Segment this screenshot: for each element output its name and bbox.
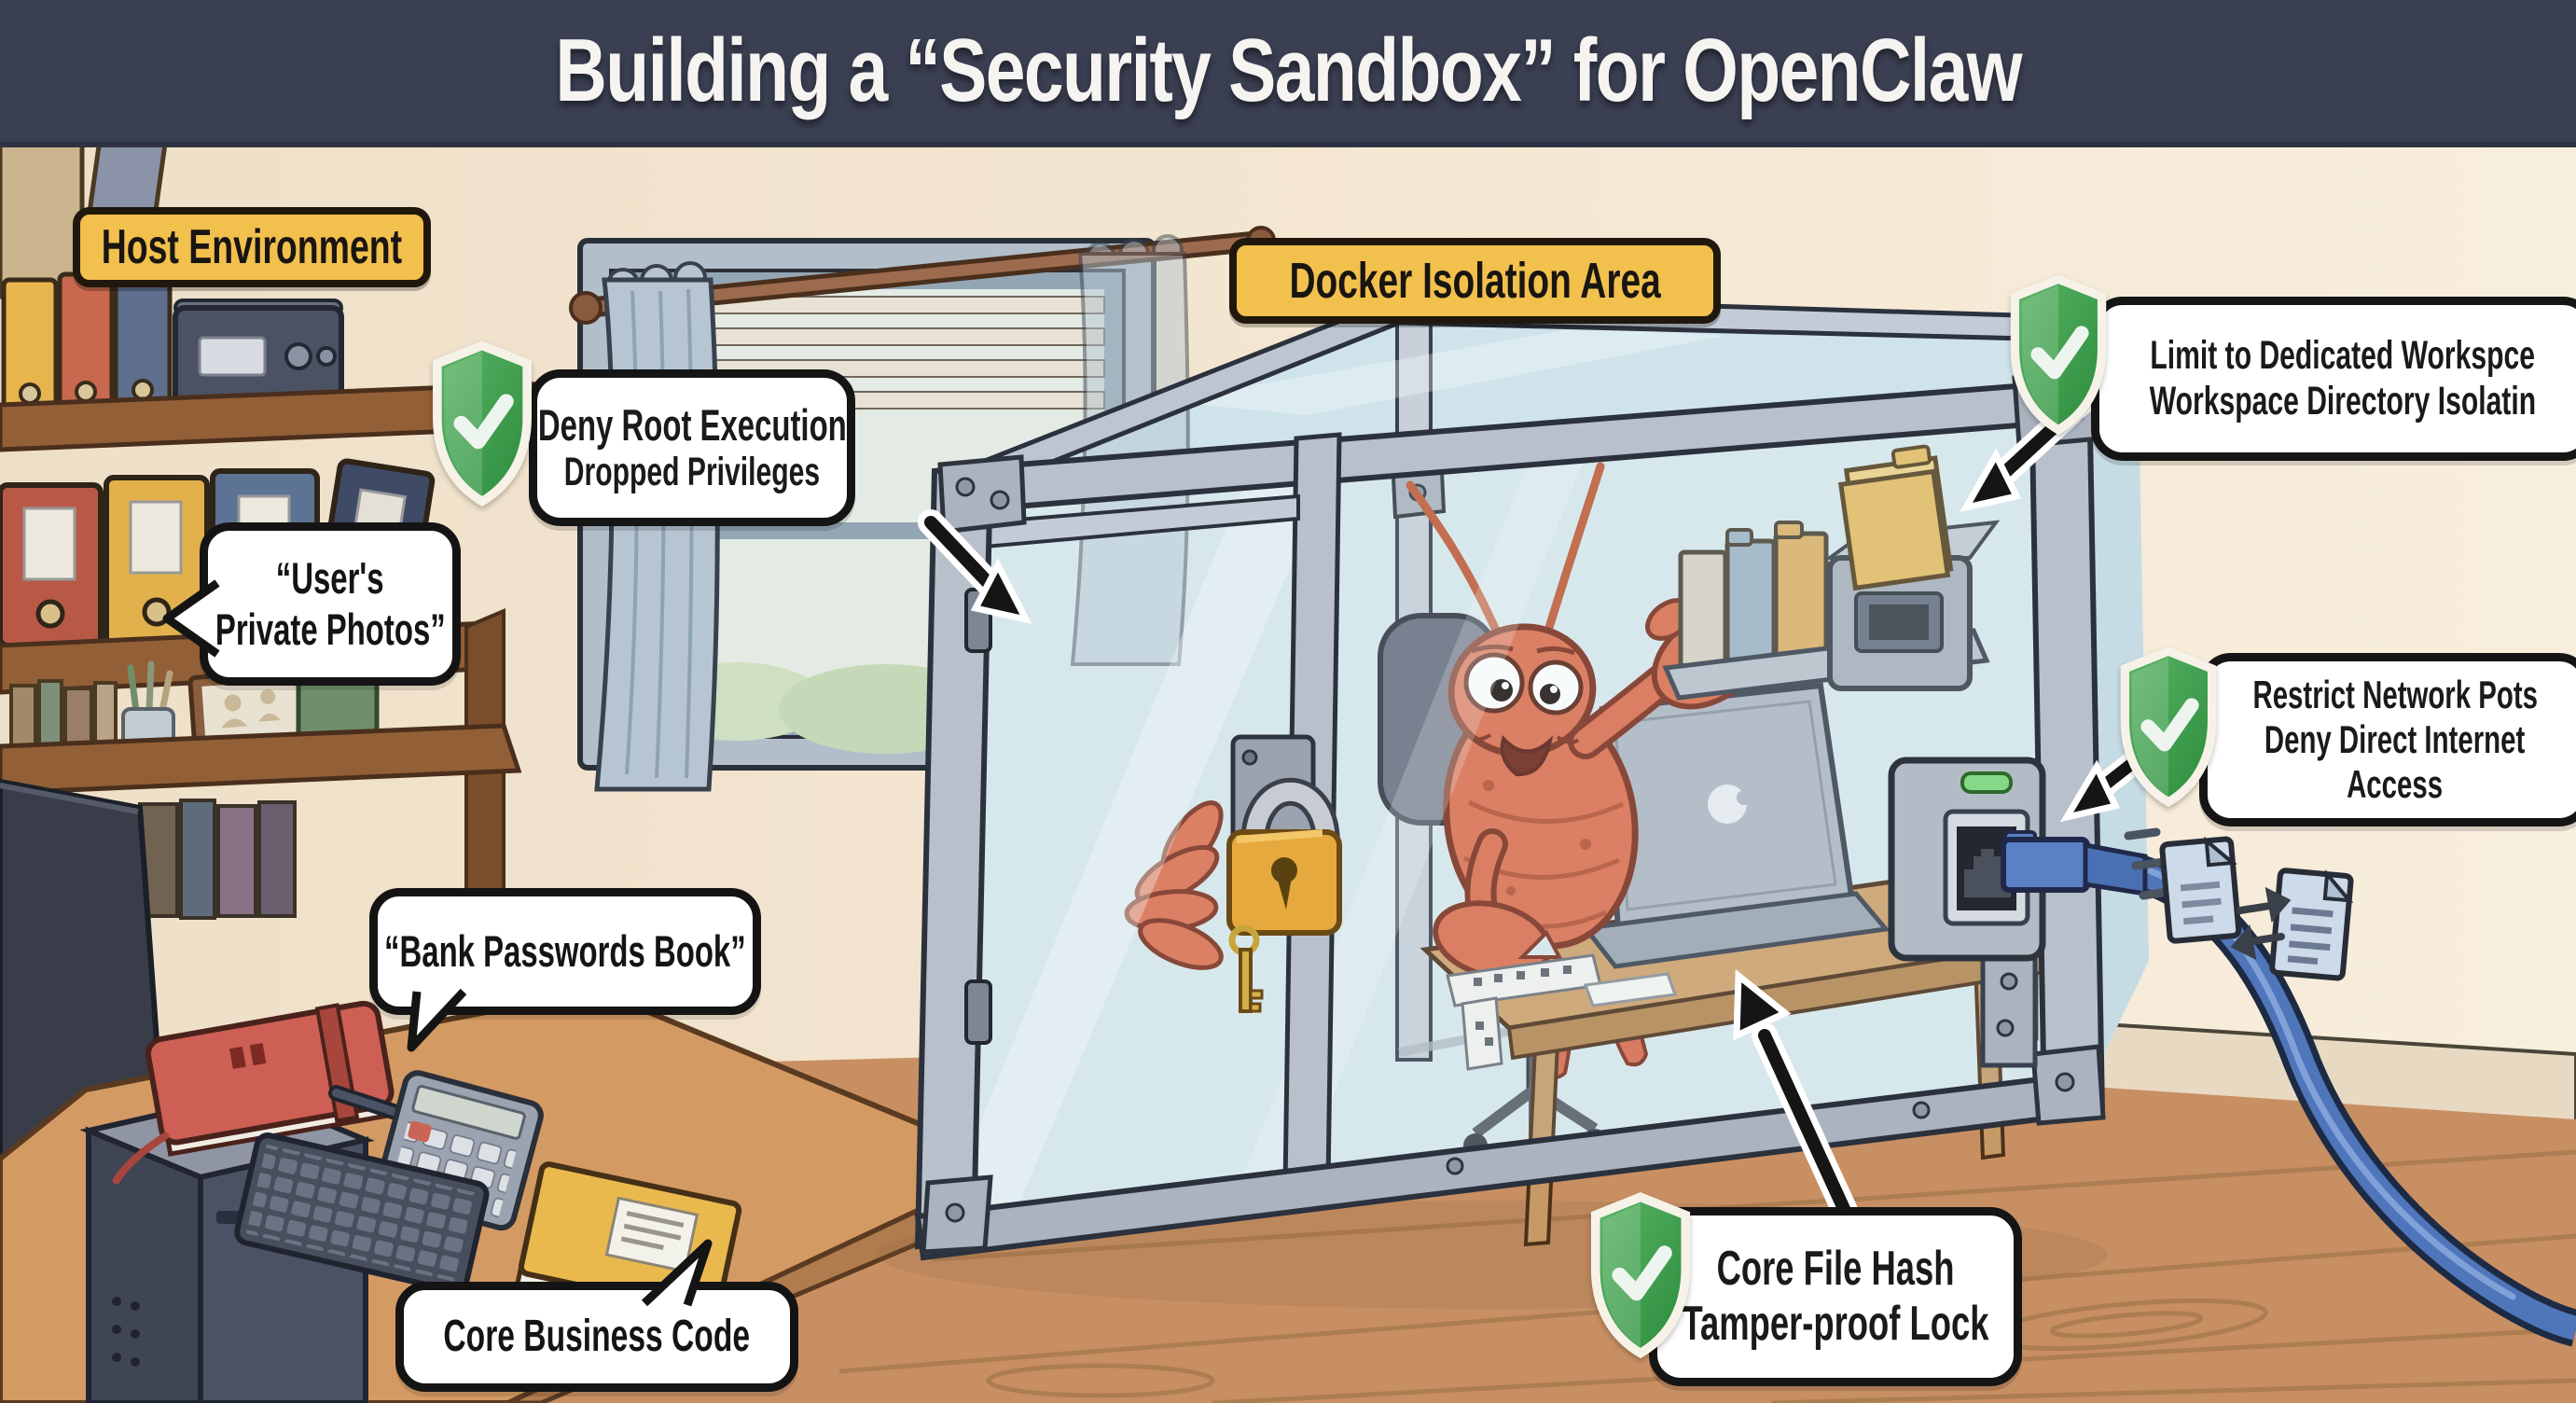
callout-network-restriction: Restrict Network Pots Deny Direct Intern… [2108,642,2576,833]
red-notebook [112,1000,395,1185]
bubble-text: “User's [276,553,384,604]
antenna [1544,462,1605,635]
lower-books [138,799,297,920]
arrow-filehash-pointer [1733,968,1858,1224]
callout-box: Restrict Network Pots Deny Direct Intern… [2199,653,2576,827]
door-hinge [964,979,992,1045]
key-icon [1228,924,1264,1013]
shield-check-icon [2005,273,2112,438]
callout-file-hash-lock: Core File Hash Tamper-proof Lock [1578,1172,2035,1400]
callout-box: Deny Root Execution Dropped Privileges [529,369,855,526]
bubble-tail [162,579,220,658]
lobster-claw-typing [1433,900,1563,980]
shield-check-icon [427,340,537,509]
callout-box: Core File Hash Tamper-proof Lock [1649,1207,2022,1386]
bubble-tail [641,1239,713,1307]
lobster-tail [1124,800,1224,970]
shield-check-icon [2115,645,2222,811]
tamper-tape [1446,953,1678,1071]
callout-text: Dropped Privileges [563,450,821,495]
document-icons [2124,827,2354,981]
shelf-board [0,723,522,796]
host-environment-badge: Host Environment [73,207,431,287]
folder-icon [1678,521,1829,669]
glass-top [963,308,2138,483]
callout-text: Access [2347,761,2444,806]
status-led [1960,771,2013,794]
binders-row-top [1,266,173,423]
callout-box: Limit to Dedicated Workspce Workspace Di… [2091,297,2576,461]
document-icon [2269,868,2354,981]
docker-isolation-badge: Docker Isolation Area [1229,238,1721,324]
lobster-mouth [1500,734,1554,777]
padlock-icon [1226,734,1342,1013]
laptop-logo [1708,785,1747,824]
bubble-user-private-photos: “User's Private Photos” [162,522,461,686]
glass-cube [914,234,2153,1261]
callout-deny-root-execution: Deny Root Execution Dropped Privileges [424,338,863,538]
title-bar: Building a “Security Sandbox” for OpenCl… [0,0,2576,147]
bubble-bank-passwords-book: “Bank Passwords Book” [369,888,761,1052]
bubble-text: Private Photos” [215,604,446,654]
bubble-text: “Bank Passwords Book” [384,925,746,976]
arrow-deny-root-pointer [918,509,1032,625]
callout-text: Restrict Network Pots [2252,673,2538,717]
bubble-text: Core Business Code [443,1312,751,1362]
cable-plug [2001,837,2090,893]
callout-text: Tamper-proof Lock [1682,1297,1989,1351]
callout-text: Workspace Directory Isolatin [2149,379,2537,424]
callout-text: Core File Hash [1716,1241,1955,1296]
folder-shelf [1662,444,2001,701]
shield-check-icon [1586,1185,1696,1368]
callout-text: Limit to Dedicated Workspce [2150,332,2536,378]
antenna [1406,480,1503,639]
callout-text: Deny Direct Internet [2264,717,2526,762]
bubble-core-business-code: Core Business Code [395,1239,798,1392]
laptop [1581,682,1890,969]
page-title: Building a “Security Sandbox” for OpenCl… [555,21,2022,120]
callout-workspace-isolation: Limit to Dedicated Workspce Workspace Di… [1998,269,2576,469]
router-device [173,299,344,408]
cube-interior [1124,312,2090,1247]
callout-text: Deny Root Execution [537,399,847,450]
keyboard [234,1132,490,1294]
document-icon [2159,836,2242,944]
transfer-arrows-icon [2230,886,2292,961]
bubble-tail [407,988,467,1052]
photo-frame [187,667,320,751]
folder-icon [1837,444,1954,591]
